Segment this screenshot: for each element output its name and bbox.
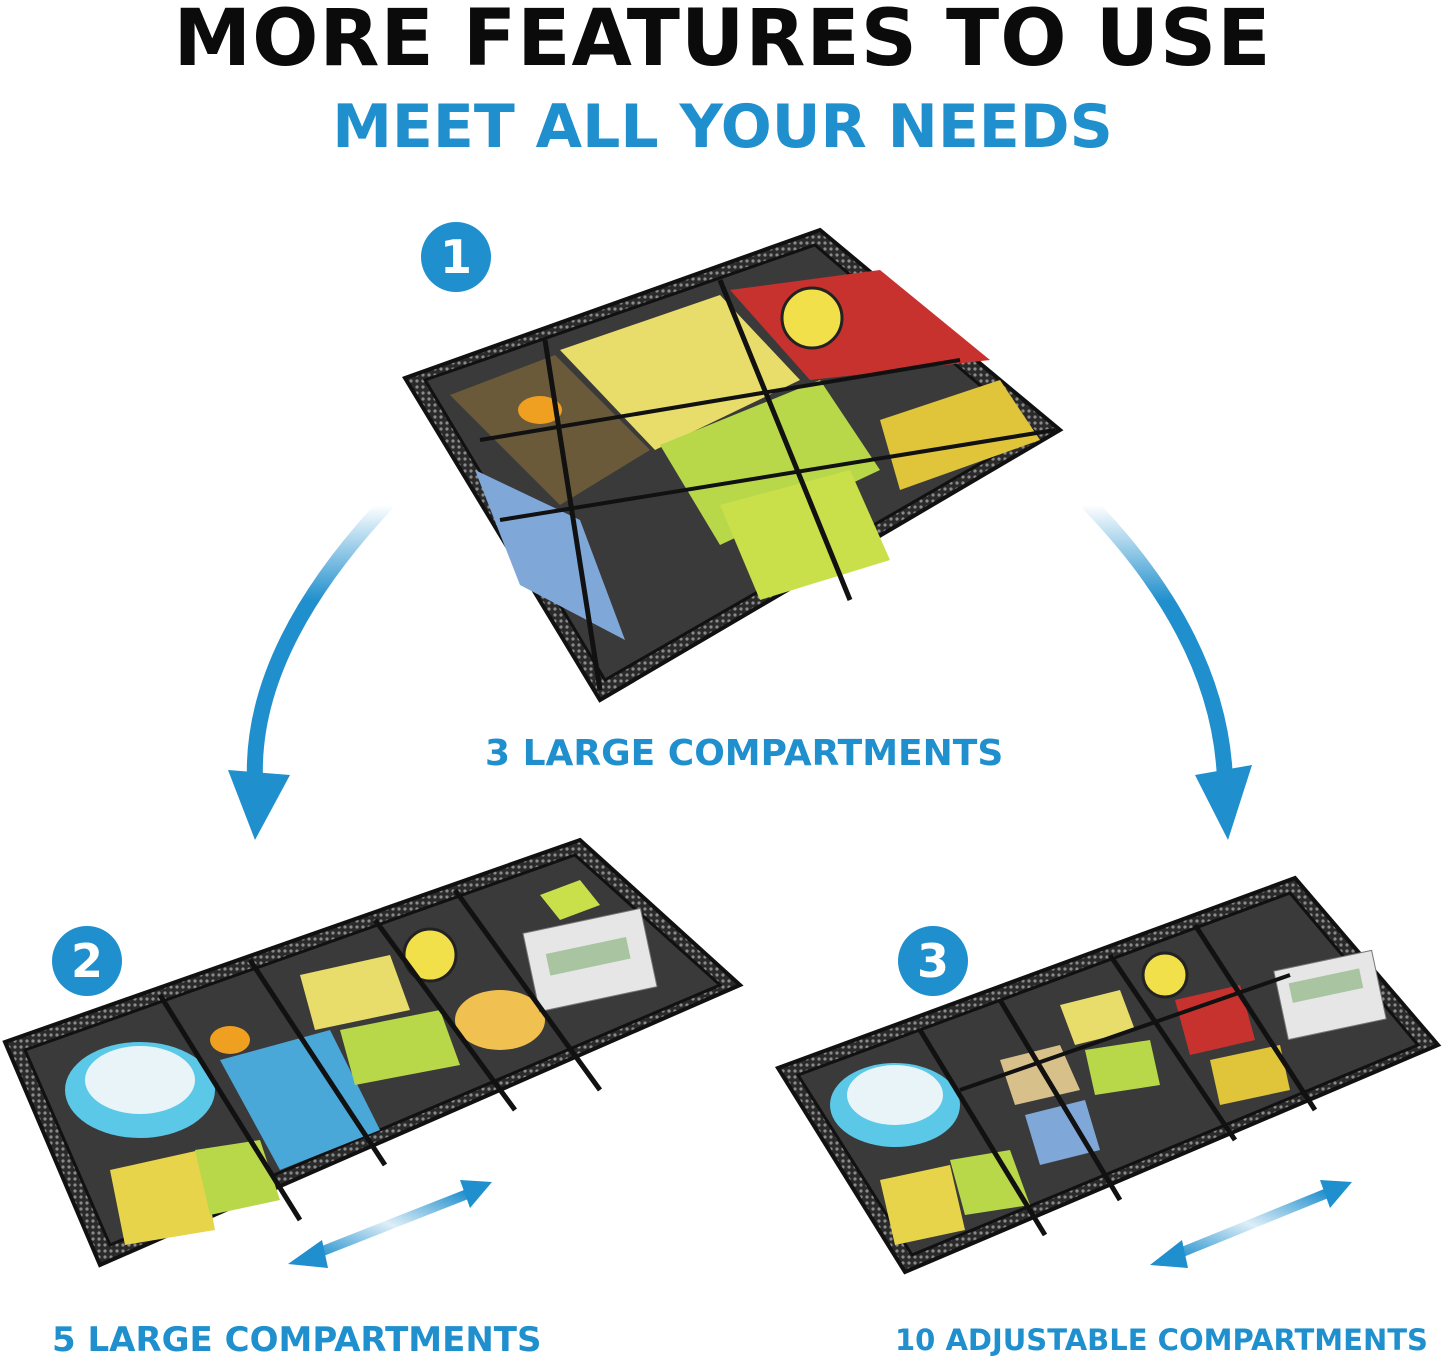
config-number-badge: 2 [52,926,122,996]
organizer-5-compartments [2,837,744,1268]
double-arrow-icon [288,1180,492,1268]
organizer-3-compartments [402,227,1064,703]
curved-arrow-down-icon [228,497,393,840]
double-arrow-icon [1150,1180,1352,1268]
config-caption: 10 ADJUSTABLE COMPARTMENTS [895,1323,1428,1357]
page-subtitle: MEET ALL YOUR NEEDS [332,92,1113,162]
config-caption: 5 LARGE COMPARTMENTS [52,1320,542,1360]
config-number-badge: 1 [421,222,491,292]
curved-arrow-down-icon [1082,497,1252,840]
config-number-badge: 3 [898,926,968,996]
organizer-10-compartments [775,875,1442,1275]
config-caption: 3 LARGE COMPARTMENTS [485,733,1004,774]
page-title: MORE FEATURES TO USE [173,0,1272,84]
